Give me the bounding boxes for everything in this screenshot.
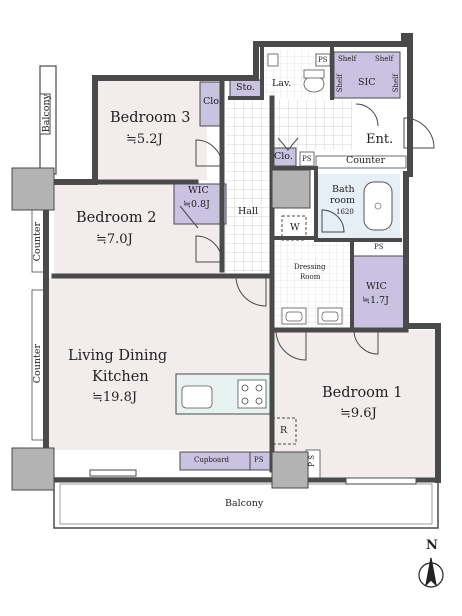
- ldk-name-line2: Kitchen: [92, 369, 149, 385]
- dressing-label-line1: Dressing: [294, 263, 326, 271]
- bedroom2-name: Bedroom 2: [76, 210, 157, 226]
- washer-label: W: [290, 222, 300, 233]
- ps-bath-label: PS: [374, 243, 384, 251]
- storage-label: Sto.: [236, 82, 255, 93]
- shelf-label-1: Shelf: [338, 55, 357, 63]
- balcony-bottom-area: [53, 477, 439, 529]
- refrigerator-label: R: [280, 425, 288, 436]
- bedroom3-floor: [95, 80, 207, 180]
- sic-label: SIC: [358, 77, 376, 88]
- north-label: N: [426, 538, 438, 553]
- counter-left-lower-label: Counter: [32, 344, 43, 384]
- ldk-name-line1: Living Dining: [68, 348, 168, 364]
- wic-small-size: ≒0.8J: [183, 199, 210, 210]
- hall-floor: [226, 100, 272, 272]
- ldk-size: ≒19.8J: [92, 390, 138, 405]
- closet-bedroom3-label: Clo.: [203, 96, 222, 107]
- closet-hall-label: Clo.: [274, 151, 293, 162]
- entrance-label: Ent.: [366, 132, 394, 147]
- ps-cupboard-label: PS: [254, 456, 264, 464]
- sic-storage: [333, 51, 401, 99]
- wic-large-size: ≒1.7J: [362, 295, 389, 306]
- ldk-floor: [46, 278, 272, 450]
- bedroom3-name: Bedroom 3: [110, 110, 191, 126]
- balcony-top-label: Balcony: [41, 94, 52, 133]
- shelf-label-2: Shelf: [375, 55, 394, 63]
- ps-lav-label: PS: [318, 56, 328, 64]
- balcony-bottom-label: Balcony: [225, 498, 264, 509]
- counter-hall-label: Counter: [346, 155, 386, 166]
- bath-label-line1: Bath: [332, 184, 355, 195]
- wic-small-name: WIC: [188, 185, 209, 196]
- wic-small-area: [173, 183, 227, 225]
- dressing-label-line2: Room: [300, 273, 321, 281]
- lavatory-label: Lav.: [272, 78, 292, 89]
- cupboard-label: Cupboard: [194, 456, 230, 464]
- bath-size-code: 1620: [336, 208, 354, 216]
- bath-label-line2: room: [330, 195, 355, 206]
- wic-large-name: WIC: [366, 281, 387, 292]
- shelf-label-3: Shelf: [336, 74, 344, 93]
- shelf-label-4: Shelf: [392, 74, 400, 93]
- ps-bedroom1-label: P S: [308, 455, 316, 467]
- bathtub: [363, 181, 393, 231]
- bedroom1-name: Bedroom 1: [322, 385, 403, 401]
- bedroom1-size: ≒9.6J: [340, 406, 377, 421]
- bedroom2-size: ≒7.0J: [96, 232, 133, 247]
- counter-left-upper-label: Counter: [32, 222, 43, 262]
- bedroom3-size: ≒5.2J: [126, 132, 163, 147]
- wic-large-area: [351, 255, 405, 329]
- ps-hall-label: PS: [302, 155, 312, 163]
- north-arrow: [418, 557, 444, 588]
- hall-label: Hall: [238, 206, 259, 217]
- entrance-floor: [272, 100, 352, 150]
